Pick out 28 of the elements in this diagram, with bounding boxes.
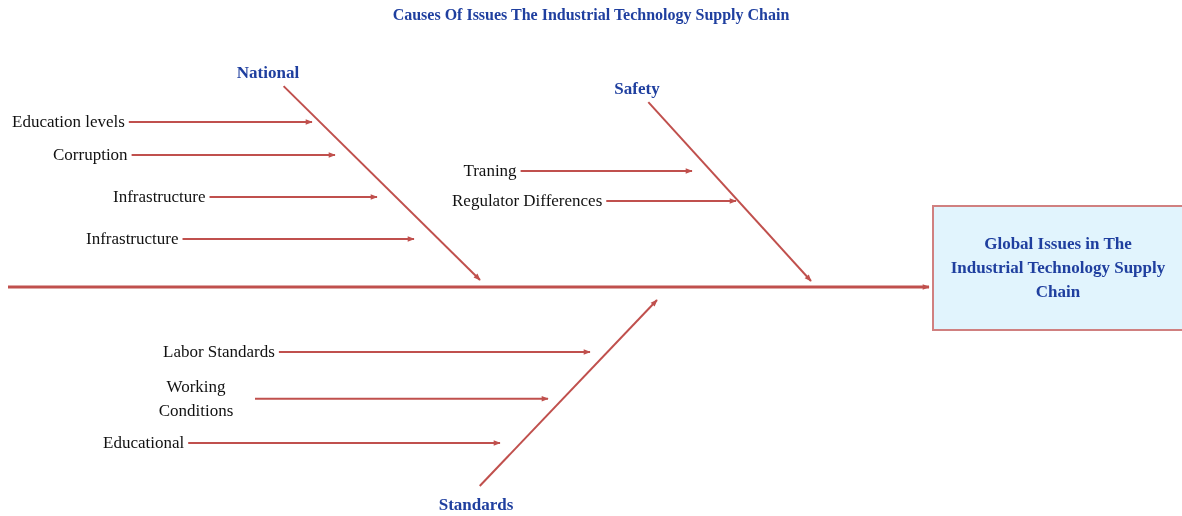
cause-label: Corruption [53, 144, 128, 166]
effect-text: Global Issues in The Industrial Technology Supply Chain [949, 233, 1167, 303]
arrow [519, 168, 693, 174]
cause-label: Education levels [12, 111, 125, 133]
cause-label: Working Conditions [157, 376, 235, 422]
cause-label: Regulator Differences [452, 190, 603, 212]
arrow [647, 101, 812, 282]
category-label: Safety [614, 78, 660, 100]
arrow [254, 396, 549, 402]
cause-label: Traning [463, 160, 517, 182]
arrow [130, 152, 336, 158]
arrow [208, 194, 378, 200]
diagram-title: Causes Of Issues The Industrial Technology Supply Chain [391, 6, 791, 24]
cause-label: Educational [103, 432, 185, 454]
arrow [187, 440, 501, 446]
category-label: Standards [438, 494, 514, 516]
effect-box [932, 205, 1182, 331]
cause-label: Infrastructure [113, 186, 206, 208]
cause-label: Labor Standards [163, 341, 275, 363]
arrow [605, 198, 737, 204]
arrow [127, 119, 313, 125]
arrow [282, 85, 481, 281]
spine-arrow [8, 284, 930, 290]
category-label: National [236, 62, 300, 84]
arrow [478, 299, 658, 487]
cause-label: Infrastructure [86, 228, 179, 250]
arrow [277, 349, 591, 355]
arrow [181, 236, 415, 242]
